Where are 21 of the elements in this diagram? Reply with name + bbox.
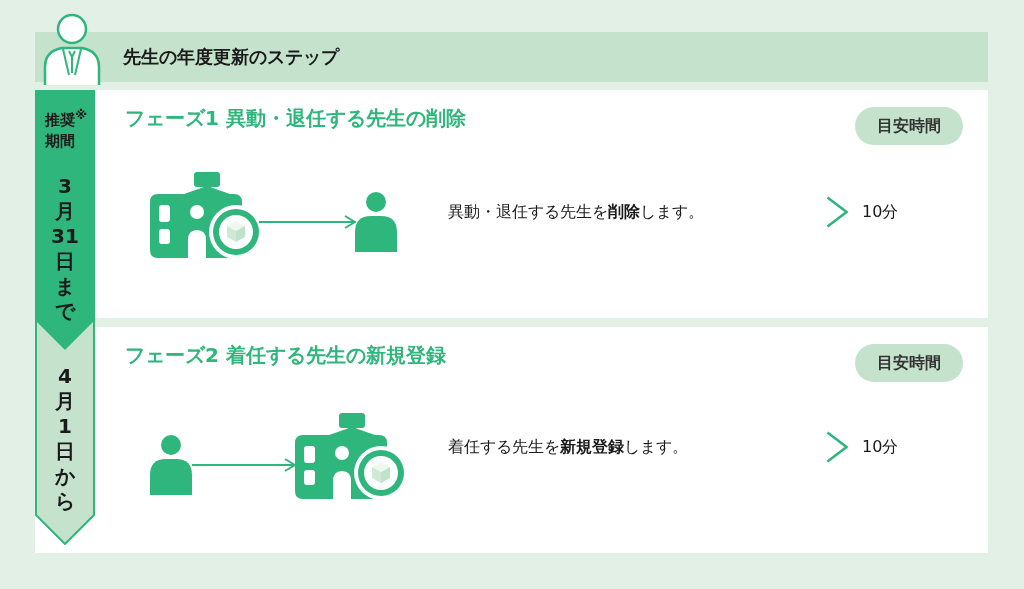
phase-card (95, 90, 988, 318)
phase-card (95, 327, 988, 553)
date-label: 3月31日まで (50, 174, 80, 324)
person-icon (150, 435, 192, 495)
phase-heading: フェーズ2 着任する先生の新規登録 (125, 342, 446, 369)
period-arrow-band (35, 90, 95, 350)
description-text: 着任する先生を新規登録します。 (448, 436, 688, 458)
duration-text: 10分 (862, 436, 899, 458)
arrow (258, 215, 356, 229)
duration-text: 10分 (862, 201, 899, 223)
time-estimate-chip: 目安時間 (855, 344, 963, 382)
school-icon (295, 413, 404, 499)
school-icon (150, 172, 259, 258)
diagram-title: 先生の年度更新のステップ (123, 45, 339, 69)
time-estimate-chip: 目安時間 (855, 107, 963, 145)
phase-heading: フェーズ1 異動・退任する先生の削除 (125, 105, 466, 132)
arrow (191, 458, 296, 472)
date-label: 4月1日から (54, 364, 76, 514)
person-icon (355, 192, 397, 252)
description-text: 異動・退任する先生を削除します。 (448, 201, 704, 223)
period-label: 推奨$^{※}$期間 (45, 106, 89, 152)
